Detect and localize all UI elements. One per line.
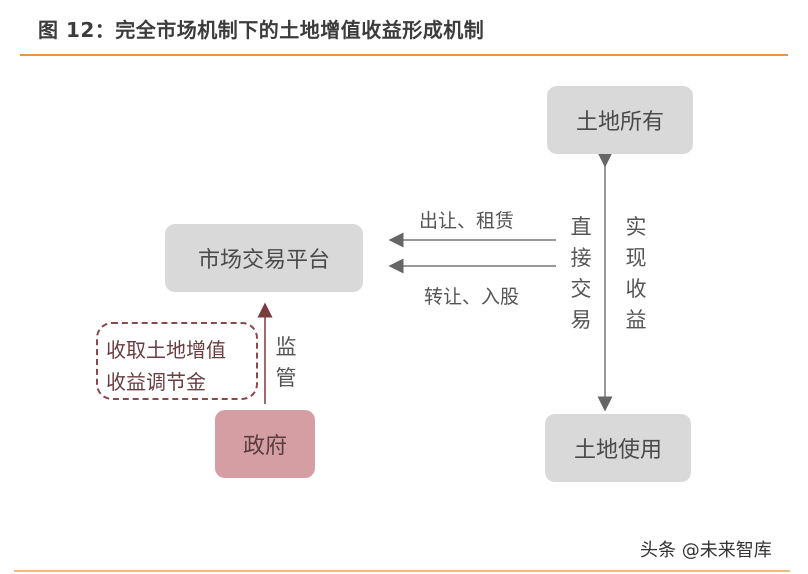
annotation-line-1: 收取土地增值 (106, 338, 226, 362)
node-government: 政府 (215, 410, 315, 478)
char: 收 (625, 277, 647, 301)
edge-label-direct-trade: 直 接 交 易 (569, 212, 593, 336)
edge-label-transfer-lease: 出让、租赁 (419, 210, 515, 232)
top-divider (20, 54, 788, 56)
node-government-label: 政府 (242, 434, 287, 459)
node-land-ownership-label: 土地所有 (575, 110, 664, 135)
node-market-platform-label: 市场交易平台 (197, 248, 330, 273)
node-land-ownership: 土地所有 (547, 86, 693, 154)
char: 直 (570, 215, 592, 239)
char: 接 (570, 246, 592, 270)
edge-label-realize-income: 实 现 收 益 (624, 212, 648, 336)
annotation-dashed-box (96, 322, 258, 400)
node-market-platform: 市场交易平台 (165, 224, 363, 292)
annotation-line-2: 收益调节金 (106, 370, 206, 394)
char: 易 (570, 308, 592, 332)
char: 现 (625, 246, 647, 270)
edge-label-transfer-equity: 转让、入股 (424, 286, 520, 308)
node-land-use-label: 土地使用 (573, 438, 662, 463)
char: 交 (570, 277, 592, 301)
char: 监 (275, 335, 297, 359)
bottom-divider (14, 570, 790, 572)
figure-title: 图 12：完全市场机制下的土地增值收益形成机制 (38, 18, 485, 42)
char: 管 (275, 366, 297, 390)
edge-label-supervise: 监 管 (274, 332, 298, 394)
node-land-use: 土地使用 (545, 414, 691, 482)
char: 实 (625, 215, 647, 239)
char: 益 (625, 308, 647, 332)
watermark: 头条 @未来智库 (640, 540, 772, 561)
